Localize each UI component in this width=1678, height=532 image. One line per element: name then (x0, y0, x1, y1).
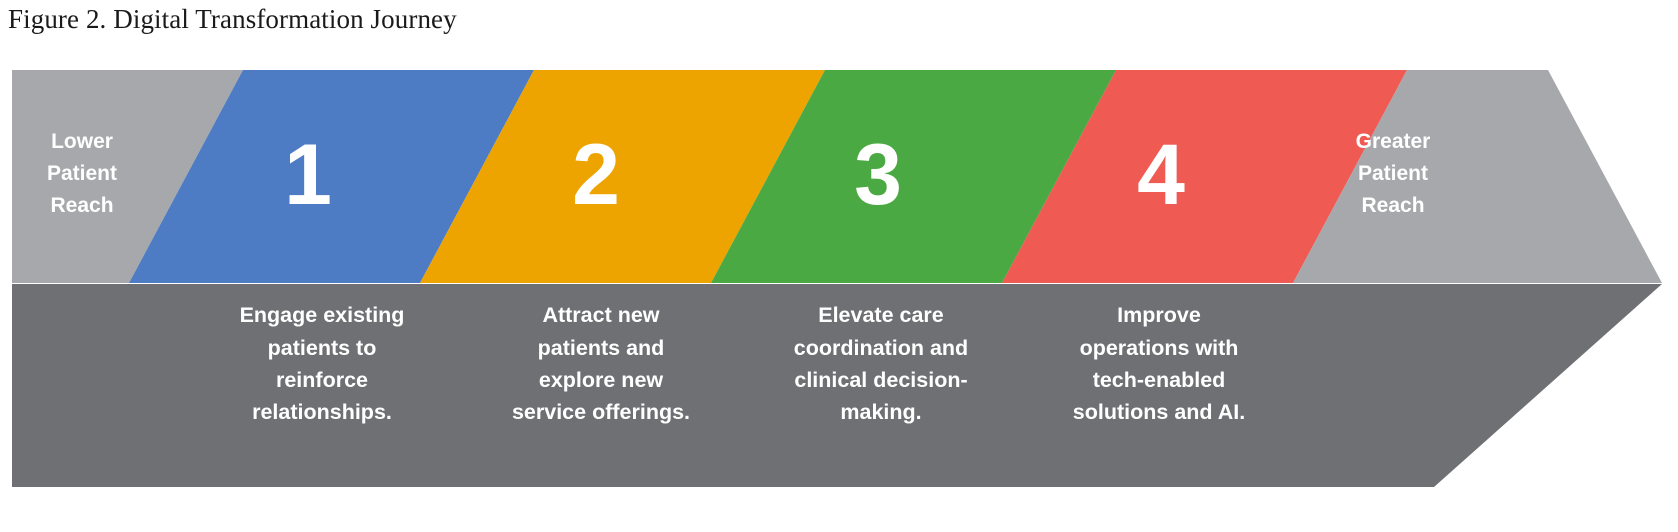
stage-2-desc-line-4: service offerings. (512, 400, 690, 424)
right-endcap-shape (1293, 70, 1662, 283)
stage-3-desc-line-3: clinical decision- (794, 368, 967, 392)
stage-4-shape[interactable] (1002, 70, 1407, 283)
stage-2-desc-line-2: patients and (538, 336, 665, 360)
stage-2-description: Attract new patients and explore new ser… (512, 303, 690, 424)
stage-1-desc-line-2: patients to (268, 336, 377, 360)
stage-4-description: Improve operations with tech-enabled sol… (1073, 303, 1245, 424)
right-endcap-line-3: Reach (1361, 194, 1424, 217)
stage-3-number: 3 (854, 127, 902, 223)
stage-3-desc-line-4: making. (840, 400, 921, 424)
stage-4-desc-line-4: solutions and AI. (1073, 400, 1245, 424)
right-endcap-line-2: Patient (1358, 162, 1428, 185)
stage-3-shape[interactable] (711, 70, 1116, 283)
stage-4-desc-line-2: operations with (1080, 336, 1239, 360)
stage-3-desc-line-1: Elevate care (818, 303, 944, 327)
stage-4-desc-line-1: Improve (1117, 303, 1201, 327)
left-endcap-line-3: Reach (50, 194, 113, 217)
stage-4-desc-line-3: tech-enabled (1093, 368, 1226, 392)
stage-2-number: 2 (572, 127, 620, 223)
right-endcap-label: Greater Patient Reach (1356, 130, 1431, 217)
description-band (12, 284, 1662, 487)
top-band (12, 70, 1662, 283)
stage-2-desc-line-1: Attract new (542, 303, 659, 327)
right-endcap-line-1: Greater (1356, 130, 1431, 153)
left-endcap-shape (12, 70, 243, 283)
stage-3-desc-line-2: coordination and (794, 336, 968, 360)
stage-1-desc-line-4: relationships. (252, 400, 392, 424)
stage-1-number: 1 (284, 127, 332, 223)
page-title: Figure 2. Digital Transformation Journey (8, 4, 457, 34)
stage-2-shape[interactable] (420, 70, 825, 283)
stage-3-description: Elevate care coordination and clinical d… (794, 303, 968, 424)
stage-1-description: Engage existing patients to reinforce re… (240, 303, 405, 424)
left-endcap-line-2: Patient (47, 162, 117, 185)
stage-1-desc-line-3: reinforce (276, 368, 368, 392)
left-endcap-label: Lower Patient Reach (47, 130, 117, 217)
stage-4-number: 4 (1137, 127, 1185, 223)
stage-1-desc-line-1: Engage existing (240, 303, 405, 327)
stage-2-desc-line-3: explore new (539, 368, 664, 392)
stage-1-shape[interactable] (129, 70, 534, 283)
left-endcap-line-1: Lower (51, 130, 113, 153)
